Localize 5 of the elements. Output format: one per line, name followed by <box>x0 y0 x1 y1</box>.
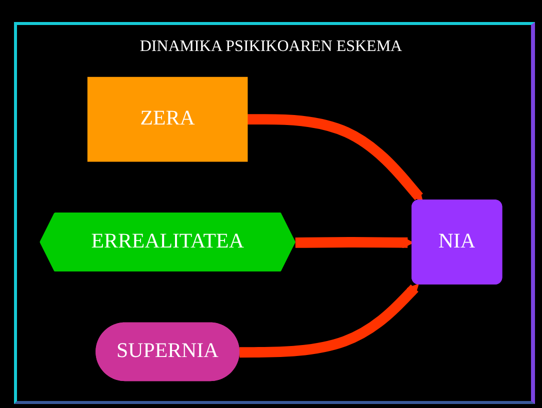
node-box: ZERA <box>87 76 248 162</box>
arrow <box>295 236 414 248</box>
arrow <box>239 284 419 358</box>
diagram-title: DINAMIKA PSIKIKOAREN ESKEMA <box>138 38 404 56</box>
arrow <box>247 114 423 202</box>
